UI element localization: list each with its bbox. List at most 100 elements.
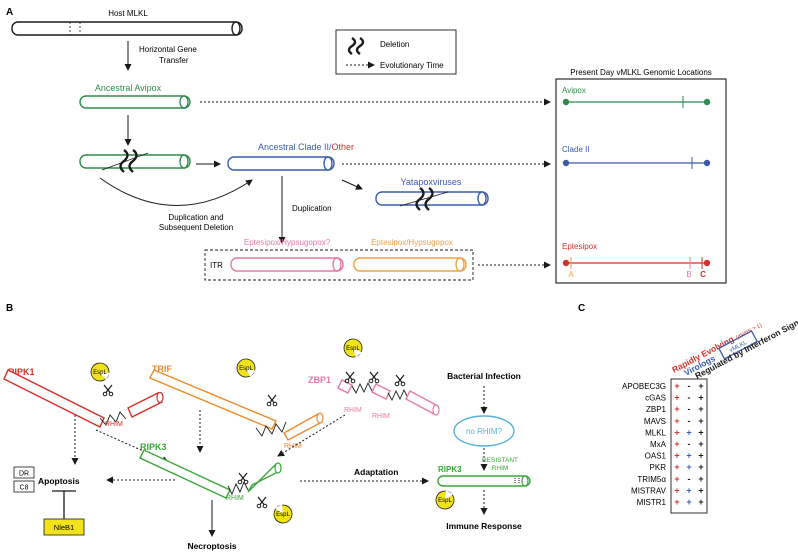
nleb1-label: NleB1: [54, 523, 74, 532]
gene-row: MLKL+++: [645, 427, 704, 437]
deleted-avipox-cylinder: [79, 149, 191, 173]
duplication-deletion-arc: [99, 177, 253, 206]
cell-rapid: +: [674, 497, 679, 507]
dup-del-label-line2: Subsequent Deletion: [159, 223, 233, 232]
gene-name: MISTR1: [637, 498, 667, 507]
cell-virolog: -: [688, 381, 691, 391]
gene-row: MISTRAV+++: [631, 485, 704, 495]
duplication-label: Duplication: [292, 204, 332, 213]
cell-rapid: +: [674, 451, 679, 461]
c8-label: C8: [20, 485, 29, 492]
gene-row: OAS1+++: [645, 451, 704, 461]
zbp1-cylinder: [337, 379, 440, 416]
clade2-location-label: Clade II: [562, 145, 590, 154]
mark-a-label: A: [568, 270, 574, 279]
gene-row: MISTR1+++: [637, 497, 704, 507]
deletion-icon: [119, 149, 138, 173]
cell-ifn: +: [698, 427, 703, 437]
ept-hyps-label: Eptesipox/Hypsugopox: [371, 238, 453, 247]
resistant-label-line2: RHIM: [492, 465, 509, 472]
gene-name: MLKL: [645, 428, 666, 437]
gene-name: TRIM5α: [637, 475, 666, 484]
scissors-icon: [344, 371, 356, 384]
scissors-icon: [256, 496, 268, 509]
cell-virolog: +: [686, 485, 691, 495]
gene-name: APOBEC3G: [622, 382, 666, 391]
gene-name: PKR: [650, 463, 667, 472]
rhim-zigzag: [387, 388, 409, 401]
mark-c-label: C: [700, 270, 706, 279]
cell-virolog: -: [688, 439, 691, 449]
itr-label: ITR: [210, 261, 223, 270]
yatapox-cylinder: [375, 187, 489, 211]
gene-row: TRIM5α+-+: [637, 474, 703, 484]
gene-row: APOBEC3G +-+: [622, 381, 704, 391]
ancestral-avipox-cylinder: [79, 95, 191, 109]
ripk1-rhim-label: RHIM: [105, 421, 123, 428]
bacterial-infection-label: Bacterial Infection: [447, 371, 521, 381]
scissors-icon: [237, 472, 249, 485]
cell-virolog: -: [688, 393, 691, 403]
cell-ifn: +: [698, 381, 703, 391]
gene-name: MAVS: [644, 417, 666, 426]
espl-label: EspL: [276, 512, 290, 518]
cell-ifn: +: [698, 404, 703, 414]
avipox-genome: [562, 96, 711, 108]
eptesipox-location-label: Eptesipox: [562, 242, 597, 251]
cell-virolog: -: [688, 474, 691, 484]
cell-rapid: +: [674, 485, 679, 495]
cell-virolog: +: [686, 462, 691, 472]
cell-ifn: +: [698, 474, 703, 484]
to-yatapox-arrow: [341, 179, 363, 190]
gene-name: cGAS: [645, 394, 666, 403]
cell-ifn: +: [698, 451, 703, 461]
espl-label: EspL: [93, 370, 107, 376]
immune-response-label: Immune Response: [446, 521, 522, 531]
nleb1-box: [43, 518, 85, 536]
gene-name: MISTRAV: [631, 486, 667, 495]
rhim-zigzag: [351, 381, 373, 394]
trif-cylinder: [149, 369, 324, 441]
gene-row: MxA+-+: [650, 439, 704, 449]
scissors-icon: [102, 384, 114, 397]
cell-ifn: +: [698, 416, 703, 426]
gene-name: MxA: [650, 440, 667, 449]
zbp1-rhim2-label: RHIM: [372, 413, 390, 420]
cell-virolog: +: [686, 451, 691, 461]
hgt-label-line1: Horizontal Gene: [139, 45, 197, 54]
eptesipox-genome: [562, 257, 711, 269]
ripk3-rhim-label: RHIM: [226, 495, 244, 502]
present-day-box: [555, 78, 727, 284]
ripk3-label: RIPK3: [140, 442, 167, 452]
espl-label: EspL: [438, 498, 452, 504]
cell-virolog: +: [686, 497, 691, 507]
panel-c-table-box: [670, 378, 708, 514]
deletion-icon: [347, 37, 365, 55]
rhim-zigzag: [99, 411, 127, 426]
cell-rapid: +: [674, 393, 679, 403]
hgt-label-line2: Transfer: [159, 56, 189, 65]
dr-label: DR: [19, 471, 29, 478]
gene-row: MAVS+-+: [644, 416, 704, 426]
ripk3-resistant-label: RIPK3: [438, 465, 462, 474]
scissors-icon: [368, 371, 380, 384]
panel-a-label: A: [6, 7, 13, 18]
ripk3-resistant-cylinder: [437, 475, 531, 487]
espl-label: EspL: [239, 366, 253, 372]
necroptosis-label: Necroptosis: [187, 541, 236, 551]
cell-rapid: +: [674, 381, 679, 391]
host-mlkl-cylinder: [11, 21, 243, 36]
legend-deletion-label: Deletion: [380, 40, 409, 49]
rhim-zigzag: [255, 421, 287, 437]
dup-del-label-line1: Duplication and: [168, 213, 223, 222]
cell-rapid: +: [674, 427, 679, 437]
cell-rapid: +: [674, 416, 679, 426]
cell-rapid: +: [674, 404, 679, 414]
cell-rapid: +: [674, 462, 679, 472]
deletion-icon: [415, 187, 434, 211]
ept-hyps-q-cylinder: [230, 257, 344, 272]
gene-row: cGAS+-+: [645, 393, 704, 403]
gene-name: ZBP1: [646, 405, 667, 414]
zbp1-label: ZBP1: [308, 375, 331, 385]
